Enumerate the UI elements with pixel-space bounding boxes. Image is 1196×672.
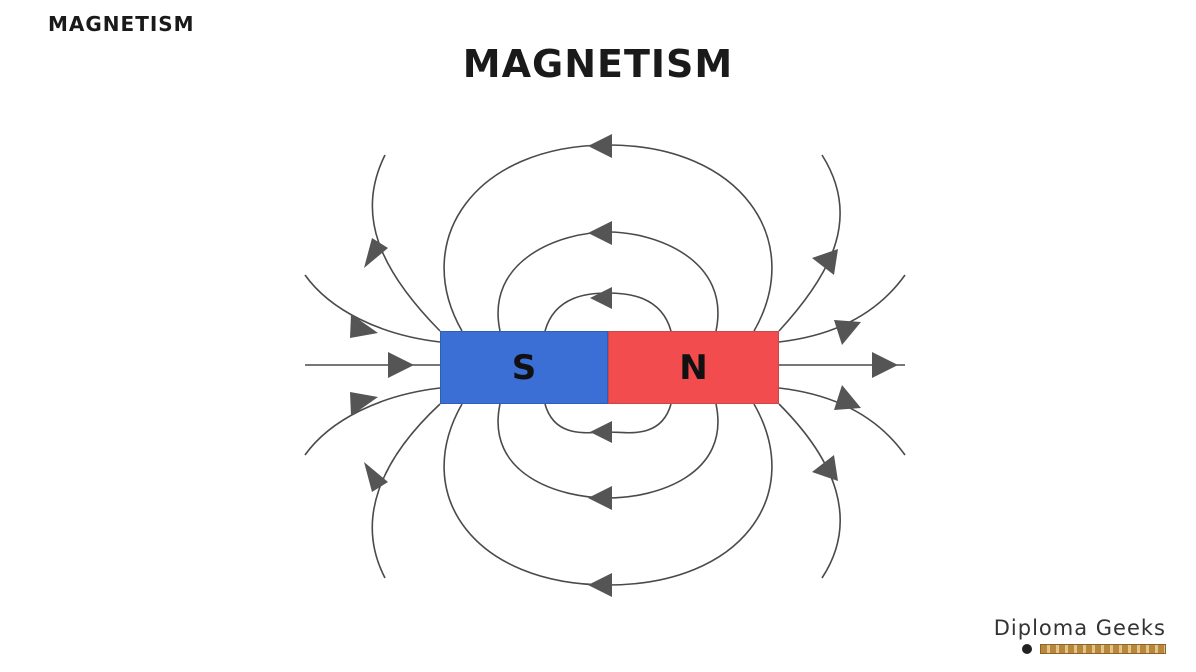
arrow-top-inner <box>590 287 612 309</box>
arrow-right-top-far <box>812 249 838 275</box>
field-line-bottom-middle <box>497 403 719 499</box>
arrow-left-upper <box>350 314 378 338</box>
arrow-top-outer <box>588 134 612 158</box>
watermark-bar <box>994 644 1166 654</box>
watermark-text: Diploma Geeks <box>993 616 1166 640</box>
magnet-south-pole: S <box>440 331 608 404</box>
field-line-right-lower <box>778 387 906 456</box>
arrow-left-lower <box>350 392 378 416</box>
north-pole-label: N <box>679 347 708 388</box>
arrow-left-top-far <box>364 238 388 268</box>
arrow-right-lower <box>834 385 861 410</box>
arrow-right-center <box>872 352 898 378</box>
watermark: Diploma Geeks <box>994 616 1166 654</box>
field-line-right-upper <box>778 274 906 343</box>
arrow-top-middle <box>588 221 612 245</box>
field-line-right-bottom-far <box>778 403 841 579</box>
arrow-bottom-outer <box>588 573 612 597</box>
field-arrows <box>350 134 898 597</box>
watermark-strip <box>1040 644 1166 654</box>
field-line-left-bottom-far <box>371 403 441 579</box>
arrow-right-bottom-far <box>812 455 838 481</box>
field-line-left-top-far <box>371 154 441 332</box>
field-line-left-lower <box>304 387 441 456</box>
arrow-bottom-middle <box>588 486 612 510</box>
field-line-left-upper <box>304 274 441 343</box>
field-line-right-top-far <box>778 154 841 332</box>
south-pole-label: S <box>511 347 537 388</box>
arrow-left-center <box>388 352 414 378</box>
arrow-right-upper <box>834 320 861 345</box>
watermark-dot-icon <box>1022 644 1032 654</box>
field-line-top-middle <box>497 231 719 332</box>
arrow-left-bottom-far <box>364 462 388 492</box>
magnet-north-pole: N <box>608 331 779 404</box>
arrow-bottom-inner <box>590 421 612 443</box>
corner-label: MAGNETISM <box>48 12 195 36</box>
diagram-title: MAGNETISM <box>462 42 734 86</box>
